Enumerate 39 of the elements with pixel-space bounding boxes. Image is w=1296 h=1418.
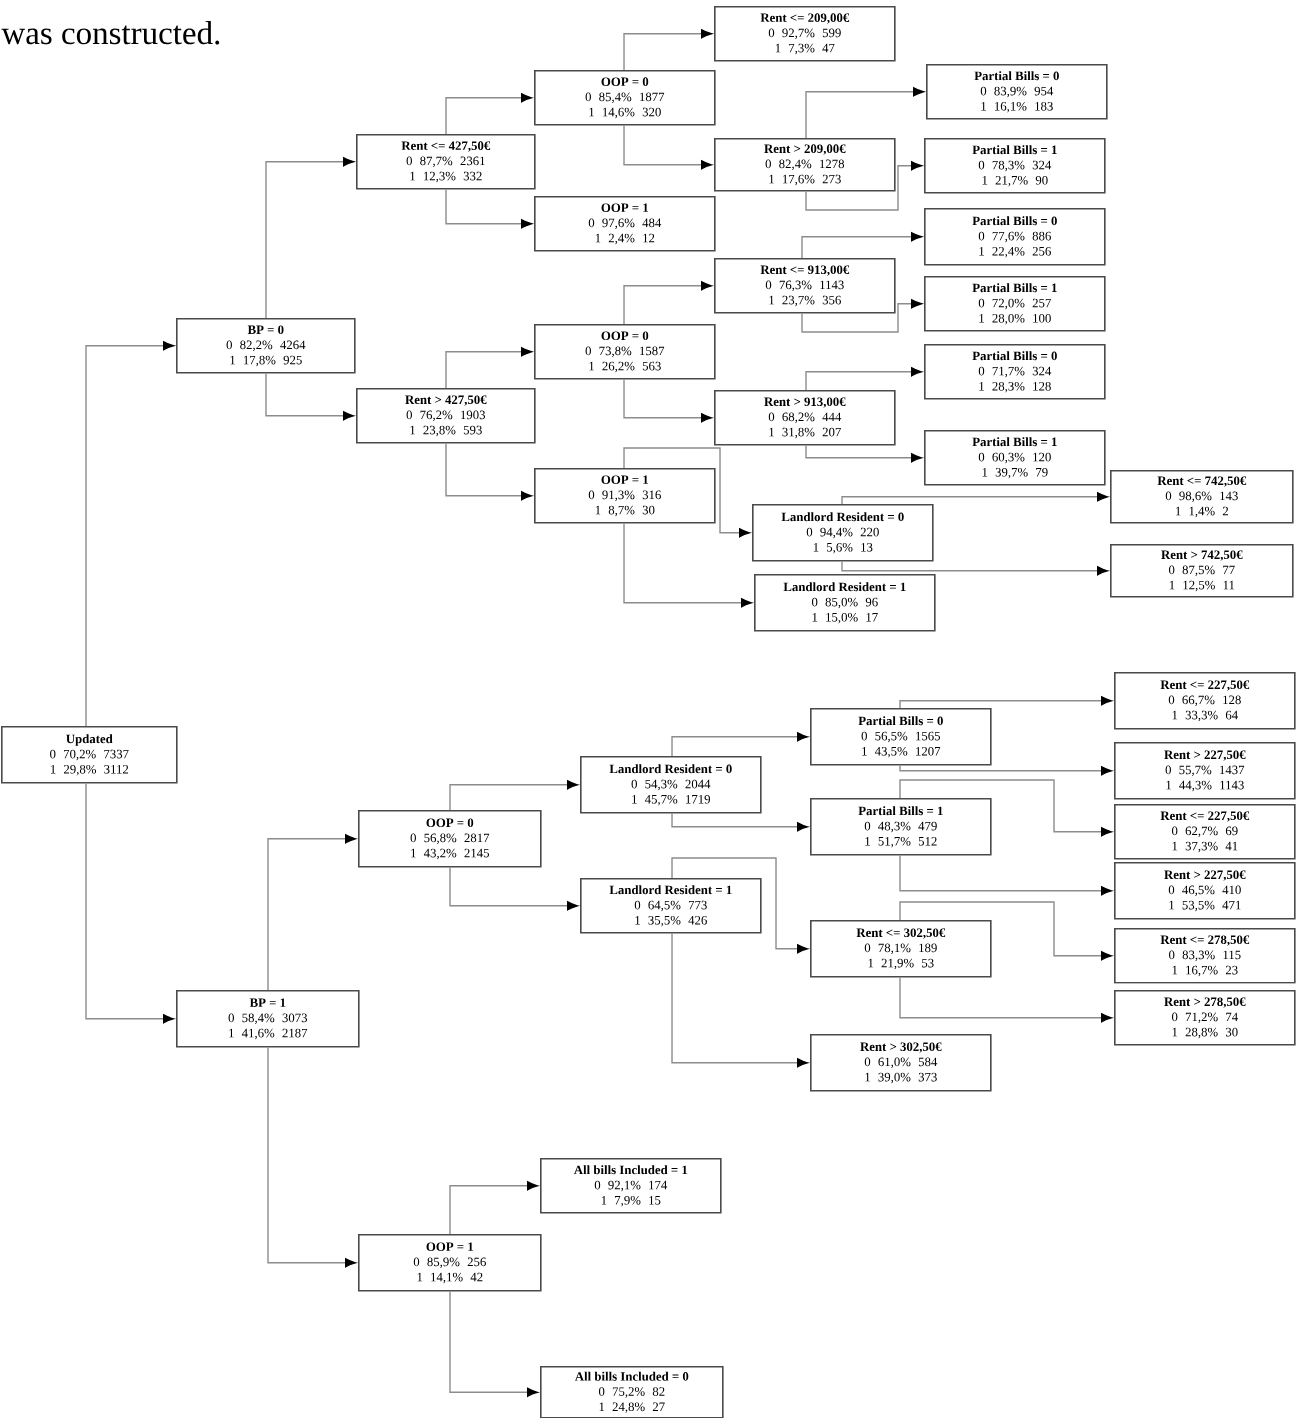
arrow — [445, 442, 532, 501]
arrow — [85, 341, 174, 727]
arrow — [805, 444, 922, 463]
arrow — [841, 492, 1108, 505]
arrow — [671, 932, 808, 1068]
arrow — [899, 901, 1112, 961]
arrow — [449, 1181, 538, 1235]
arrow — [85, 782, 174, 1024]
arrow — [445, 347, 532, 389]
arrow — [623, 281, 712, 325]
arrow — [899, 764, 1112, 776]
arrow — [805, 161, 922, 211]
arrow — [671, 732, 808, 757]
arrow — [805, 87, 924, 139]
arrow — [265, 372, 354, 421]
arrow — [899, 696, 1112, 709]
arrow — [623, 378, 712, 423]
arrow — [805, 367, 922, 391]
arrow — [623, 29, 712, 71]
arrow — [623, 124, 712, 170]
arrow — [801, 299, 922, 333]
arrow — [841, 560, 1108, 576]
arrow — [445, 188, 532, 229]
arrow — [267, 834, 356, 991]
arrow — [449, 866, 578, 911]
arrow — [899, 779, 1112, 837]
arrow — [801, 232, 922, 259]
arrow — [449, 780, 578, 811]
arrow — [449, 1290, 538, 1397]
arrow — [267, 1046, 356, 1268]
arrow — [623, 447, 750, 538]
arrow — [671, 812, 808, 832]
arrow — [671, 857, 808, 954]
arrow — [623, 522, 752, 608]
body-text: was constructed. — [1, 21, 220, 45]
arrow — [899, 976, 1112, 1023]
arrow — [265, 157, 354, 319]
arrow — [899, 854, 1112, 896]
arrow — [445, 93, 532, 135]
